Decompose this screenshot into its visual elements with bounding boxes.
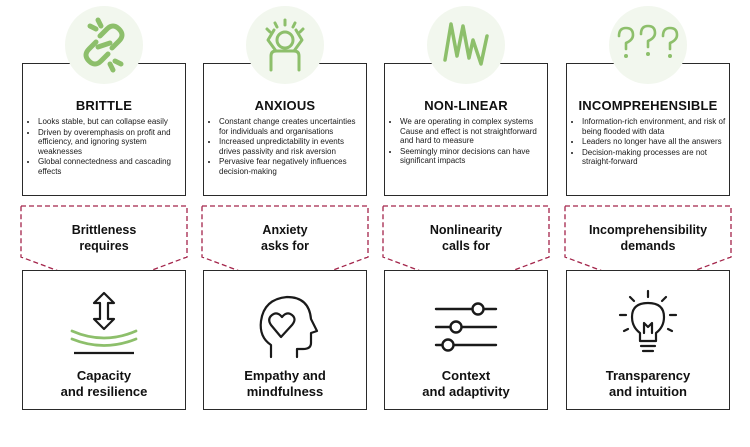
column-incomprehensible: INCOMPREHENSIBLE Information-rich enviro… bbox=[564, 0, 732, 447]
question-marks-icon bbox=[609, 6, 687, 84]
response-card: Context and adaptivity bbox=[384, 270, 548, 410]
stressed-person-icon bbox=[246, 6, 324, 84]
head-heart-icon bbox=[259, 295, 319, 359]
challenge-card: NON-LINEAR We are operating in complex s… bbox=[384, 63, 548, 196]
response-line-1: Context bbox=[441, 368, 491, 383]
response-title: Transparency and intuition bbox=[567, 368, 729, 400]
response-card: Transparency and intuition bbox=[566, 270, 730, 410]
bullet: Leaders no longer have all the answers bbox=[582, 137, 727, 147]
challenge-bullets: We are operating in complex systems Caus… bbox=[390, 117, 545, 167]
transition-line-1: Brittleness bbox=[71, 223, 137, 237]
column-anxious: ANXIOUS Constant change creates uncertai… bbox=[201, 0, 369, 447]
bullet: Looks stable, but can collapse easily bbox=[38, 117, 183, 127]
transition-line-2: demands bbox=[620, 239, 676, 253]
challenge-bullets: Information-rich environment, and risk o… bbox=[572, 117, 727, 168]
transition-line-2: calls for bbox=[442, 239, 490, 253]
response-title: Context and adaptivity bbox=[385, 368, 547, 400]
challenge-card: ANXIOUS Constant change creates uncertai… bbox=[203, 63, 367, 196]
bullet: Increased unpredictability in events dri… bbox=[219, 137, 364, 156]
bullet: Seemingly minor decisions can have signi… bbox=[400, 147, 545, 166]
response-line-2: and intuition bbox=[609, 384, 687, 399]
lightbulb-icon bbox=[618, 289, 678, 353]
response-line-2: mindfulness bbox=[246, 384, 324, 399]
response-line-1: Transparency bbox=[605, 368, 691, 383]
transition-text: Anxiety asks for bbox=[201, 222, 369, 254]
resilience-arrows-icon bbox=[70, 291, 138, 355]
challenge-title: NON-LINEAR bbox=[424, 98, 508, 113]
transition-text: Nonlinearity calls for bbox=[382, 222, 550, 254]
response-card: Capacity and resilience bbox=[22, 270, 186, 410]
transition-text: Incomprehensibility demands bbox=[564, 222, 732, 254]
challenge-title: INCOMPREHENSIBLE bbox=[578, 98, 718, 113]
bullet: Pervasive fear negatively influences dec… bbox=[219, 157, 364, 176]
bullet: Information-rich environment, and risk o… bbox=[582, 117, 727, 136]
column-brittle: BRITTLE Looks stable, but can collapse e… bbox=[20, 0, 188, 447]
response-title: Capacity and resilience bbox=[23, 368, 185, 400]
response-line-1: Capacity bbox=[76, 368, 132, 383]
transition-line-1: Anxiety bbox=[262, 223, 308, 237]
response-line-2: and resilience bbox=[60, 384, 148, 399]
bullet: Constant change creates uncertainties fo… bbox=[219, 117, 364, 136]
response-card: Empathy and mindfulness bbox=[203, 270, 367, 410]
challenge-title: BRITTLE bbox=[75, 98, 133, 113]
transition-text: Brittleness requires bbox=[20, 222, 188, 254]
transition-chevron: Anxiety asks for bbox=[201, 205, 369, 289]
response-line-2: and adaptivity bbox=[422, 384, 510, 399]
broken-link-icon bbox=[65, 6, 143, 84]
transition-chevron: Nonlinearity calls for bbox=[382, 205, 550, 289]
column-non-linear: NON-LINEAR We are operating in complex s… bbox=[382, 0, 550, 447]
transition-line-1: Incomprehensibility bbox=[588, 223, 708, 237]
response-line-1: Empathy and bbox=[244, 368, 326, 383]
transition-line-1: Nonlinearity bbox=[429, 223, 503, 237]
challenge-bullets: Constant change creates uncertainties fo… bbox=[209, 117, 364, 177]
challenge-bullets: Looks stable, but can collapse easily Dr… bbox=[28, 117, 183, 177]
bullet: Driven by overemphasis on profit and eff… bbox=[38, 128, 183, 157]
response-title: Empathy and mindfulness bbox=[204, 368, 366, 400]
bullet: We are operating in complex systems Caus… bbox=[400, 117, 545, 146]
challenge-card: BRITTLE Looks stable, but can collapse e… bbox=[22, 63, 186, 196]
bullet: Global connectedness and cascading effec… bbox=[38, 157, 183, 176]
sliders-icon bbox=[434, 302, 498, 352]
transition-line-2: asks for bbox=[261, 239, 309, 253]
transition-line-2: requires bbox=[79, 239, 129, 253]
transition-chevron: Incomprehensibility demands bbox=[564, 205, 732, 289]
challenge-title: ANXIOUS bbox=[254, 98, 316, 113]
challenge-card: INCOMPREHENSIBLE Information-rich enviro… bbox=[566, 63, 730, 196]
bullet: Decision-making processes are not straig… bbox=[582, 148, 727, 167]
zigzag-icon bbox=[427, 6, 505, 84]
transition-chevron: Brittleness requires bbox=[20, 205, 188, 289]
